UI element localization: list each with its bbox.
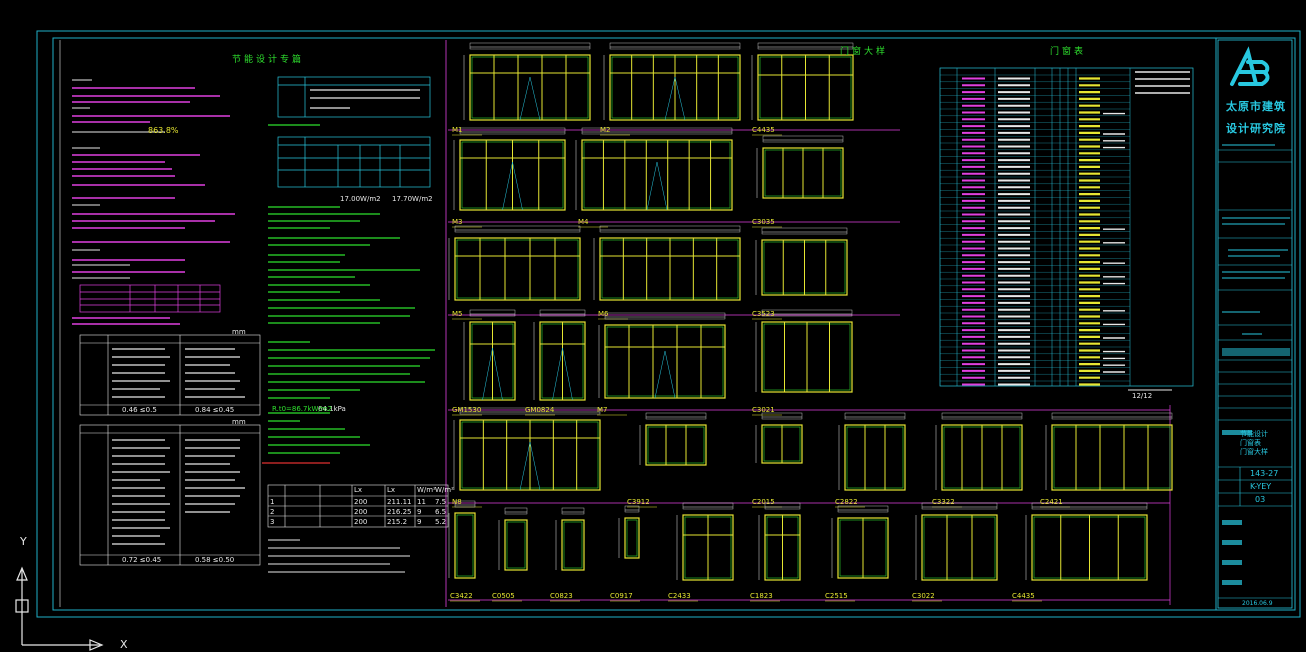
elevation-label: C2421 <box>1040 498 1063 506</box>
axis-x-label: X <box>120 641 128 649</box>
door-window-schedule <box>940 68 1193 390</box>
elevation-label: GM0824 <box>525 406 554 414</box>
lpd-header: Lx <box>354 486 362 494</box>
lpd-cell: 5.2 <box>435 518 446 526</box>
schedule-title: 门窗表 <box>1050 44 1086 57</box>
door-window-elevations <box>448 43 1172 605</box>
elevation-label: C3422 <box>450 592 473 600</box>
energy-value-3: 17.70W/m2 <box>392 195 433 203</box>
elevation-label: M6 <box>598 310 609 318</box>
summary-value-3: 0.72 ≤0.45 <box>122 556 161 564</box>
lpd-header: W/m² <box>435 486 454 494</box>
elevation-label: C3022 <box>912 592 935 600</box>
elevation-label: C3322 <box>932 498 955 506</box>
summary-value-2: 0.84 ≤0.45 <box>195 406 234 414</box>
lpd-cell: 9 <box>417 518 421 526</box>
lpd-header: Lx <box>387 486 395 494</box>
org-name-line1: 太原市建筑 <box>1226 100 1286 113</box>
elevation-label: C1823 <box>750 592 773 600</box>
lpd-cell: 6.5 <box>435 508 446 516</box>
elevation-label: C3523 <box>752 310 775 318</box>
elevation-label: M7 <box>597 406 608 414</box>
org-name-line2: 设计研究院 <box>1226 122 1286 135</box>
elevation-label: C2433 <box>668 592 691 600</box>
summary-value-4: 0.58 ≤0.50 <box>195 556 234 564</box>
unit-label-2: mm <box>232 418 246 426</box>
org-logo <box>1232 52 1268 84</box>
elevation-label: GM1530 <box>452 406 481 414</box>
elevation-label: N8 <box>452 498 462 506</box>
lpd-header: W/m² <box>417 486 436 494</box>
elevation-label: C3021 <box>752 406 775 414</box>
lpd-cell: 1 <box>270 498 274 506</box>
lpd-cell: 9 <box>417 508 421 516</box>
drawing-date: 2016.06.9 <box>1242 600 1273 608</box>
summary-value-1: 0.46 ≤0.5 <box>122 406 157 414</box>
lpd-cell: 11 <box>417 498 426 506</box>
lpd-cell: 200 <box>354 518 367 526</box>
lpd-cell: 200 <box>354 498 367 506</box>
sheet-number: 03 <box>1255 496 1265 504</box>
elevation-label: C0917 <box>610 592 633 600</box>
elevation-label: C4435 <box>752 126 775 134</box>
drawing-name-3: 门窗大样 <box>1240 448 1268 456</box>
elevation-label: C3912 <box>627 498 650 506</box>
lpd-cell: 200 <box>354 508 367 516</box>
left-notes <box>72 80 260 565</box>
schedule-footnote: 12/12 <box>1132 392 1152 400</box>
elevation-label: M2 <box>600 126 611 134</box>
elevation-label: C2515 <box>825 592 848 600</box>
lpd-cell: 2 <box>270 508 274 516</box>
elevation-label: C3035 <box>752 218 775 226</box>
drawing-name-2: 门窗表 <box>1240 439 1261 447</box>
lpd-cell: 7.5 <box>435 498 446 506</box>
energy-value-1: 863.8% <box>148 127 179 135</box>
drawing-number: 143-27 <box>1250 470 1278 478</box>
energy-value-2: 17.00W/m2 <box>340 195 381 203</box>
elevation-label: M3 <box>452 218 463 226</box>
unit-label-1: mm <box>232 328 246 336</box>
elevation-label: C0823 <box>550 592 573 600</box>
elevation-label: M1 <box>452 126 463 134</box>
elevation-label: M4 <box>578 218 589 226</box>
ucs-axis-icon <box>16 568 102 650</box>
lpd-cell: 215.2 <box>387 518 407 526</box>
lpd-cell: 3 <box>270 518 274 526</box>
elevation-label: M5 <box>452 310 463 318</box>
formula-text: R.t0=86.7kW/m2 <box>272 405 332 413</box>
lpd-cell: 211.11 <box>387 498 412 506</box>
drawing-code: K-YEY <box>1250 483 1271 491</box>
elevation-title: 门窗大样 <box>840 44 888 57</box>
elevation-label: C4435 <box>1012 592 1035 600</box>
axis-y-label: Y <box>20 538 27 546</box>
elevation-label: C2015 <box>752 498 775 506</box>
elevation-label: C0505 <box>492 592 515 600</box>
drawing-name-1: 节能设计 <box>1240 430 1268 438</box>
left-panel-title: 节能设计专篇 <box>232 52 304 65</box>
lpd-cell: 216.25 <box>387 508 412 516</box>
elevation-label: C2822 <box>835 498 858 506</box>
